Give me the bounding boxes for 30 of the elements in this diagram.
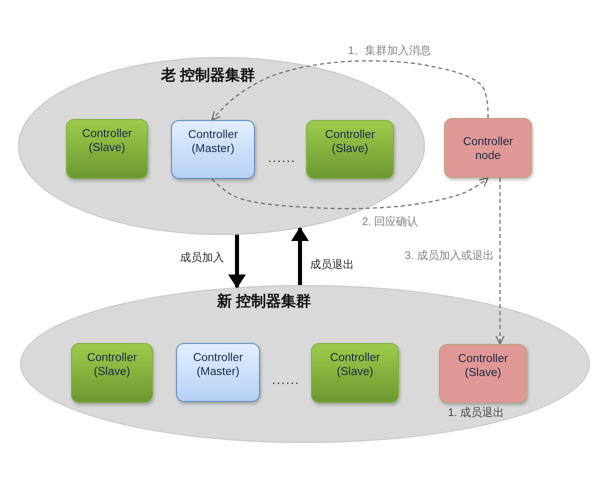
process-box — [66, 119, 148, 179]
dashed-arrow — [211, 60, 489, 121]
process-box — [306, 120, 394, 179]
ellipsis-text: ...... — [268, 151, 296, 164]
node-label: Controller (Master) — [192, 351, 244, 379]
node-label: Controller (Slave) — [86, 351, 138, 379]
process-box — [71, 343, 153, 403]
edge-label: 成员退出 — [310, 259, 354, 272]
edge-label: 成员加入 — [180, 252, 224, 265]
ellipsis-text: ...... — [272, 373, 300, 386]
node-label: Controller (Slave) — [324, 128, 376, 156]
process-box — [176, 343, 260, 402]
node-label: Controller (Slave) — [329, 351, 381, 379]
edge-label: 1、集群加入消息 — [348, 45, 432, 58]
node-label: Controller node — [462, 135, 514, 163]
dashed-arrow — [212, 177, 489, 210]
thick-arrow — [228, 234, 246, 288]
edge-label: 2. 回应确认 — [362, 216, 418, 229]
node-label: Controller (Master) — [187, 128, 239, 156]
cluster-title: 老 控制器集群 — [161, 67, 256, 84]
process-box — [311, 343, 399, 403]
node-label: Controller (Slave) — [457, 352, 509, 380]
dashed-arrow — [495, 178, 505, 345]
process-box — [444, 118, 532, 178]
process-box — [171, 120, 255, 179]
node-label: Controller (Slave) — [81, 127, 133, 155]
thick-arrow — [291, 227, 309, 285]
node-caption: 1. 成员退出 — [448, 407, 504, 420]
cluster-title: 新 控制器集群 — [217, 293, 312, 310]
edge-label: 3. 成员加入或退出 — [404, 250, 494, 263]
